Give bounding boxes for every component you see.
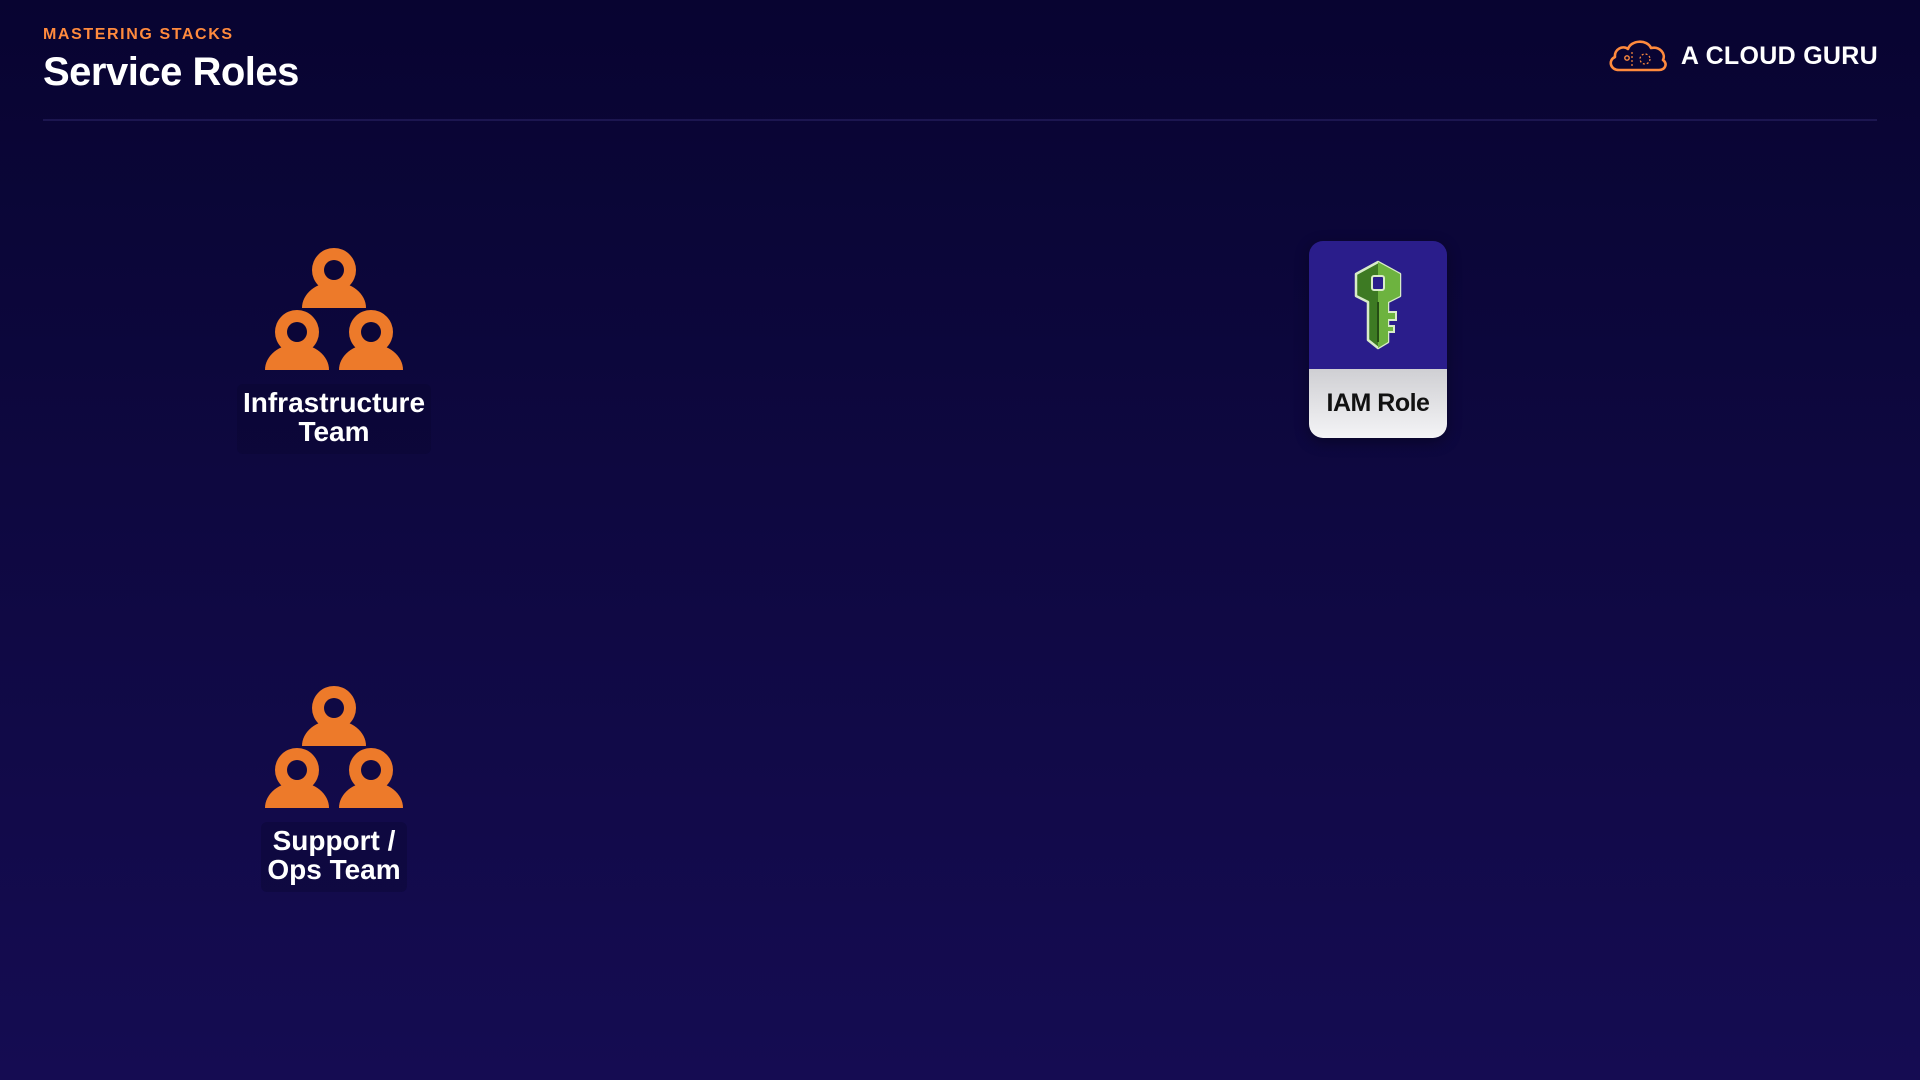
header-divider [43, 119, 1877, 121]
team-label-line: Team [298, 416, 370, 447]
slide-header: MASTERING STACKS Service Roles [43, 26, 299, 95]
team-label-line: Ops Team [267, 854, 401, 885]
users-group-icon [265, 686, 403, 808]
iam-role-label: IAM Role [1326, 389, 1430, 417]
brand-name: A CLOUD GURU [1680, 41, 1878, 70]
iam-role-node: IAM Role [1309, 241, 1447, 438]
infrastructure-team-node: Infrastructure Team [234, 248, 434, 454]
users-group-icon [265, 248, 403, 370]
team-label-line: Support / [272, 825, 396, 856]
team-label: Infrastructure Team [236, 384, 432, 454]
team-label-line: Infrastructure [242, 387, 426, 418]
cloud-logo-icon [1609, 40, 1667, 72]
iam-role-label-area: IAM Role [1309, 369, 1447, 438]
team-label: Support / Ops Team [261, 822, 407, 892]
brand-logo: A CLOUD GURU [1605, 36, 1878, 76]
slide-title: Service Roles [43, 50, 299, 94]
support-ops-team-node: Support / Ops Team [234, 686, 434, 892]
key-icon [1354, 260, 1402, 350]
slide-subtitle: MASTERING STACKS [43, 26, 234, 43]
iam-role-icon-area [1309, 241, 1447, 369]
